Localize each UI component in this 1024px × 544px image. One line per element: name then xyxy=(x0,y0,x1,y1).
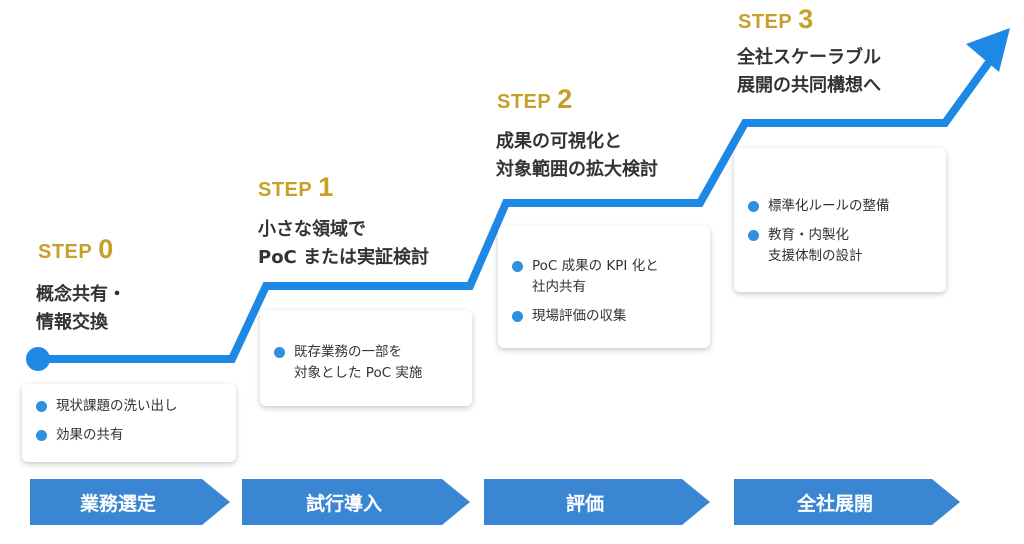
bullet-dot-icon xyxy=(36,401,47,412)
step-title-line: 概念共有・ xyxy=(36,284,126,305)
step-1-title: 小さな領域で PoC または実証検討 xyxy=(258,216,429,272)
step-word: STEP xyxy=(497,91,552,113)
step-number: 1 xyxy=(318,172,334,202)
list-item: 現状課題の洗い出し xyxy=(36,396,222,417)
step-title-line: PoC または実証検討 xyxy=(258,247,430,268)
phase-chevron-rollout: 全社展開 xyxy=(734,479,960,525)
step-2-card: PoC 成果の KPI 化と社内共有 現場評価の収集 xyxy=(498,226,710,348)
step-word: STEP xyxy=(738,11,793,33)
list-item: 教育・内製化支援体制の設計 xyxy=(748,225,932,267)
list-item: 既存業務の一部を対象とした PoC 実施 xyxy=(274,342,458,384)
step-0-card: 現状課題の洗い出し 効果の共有 xyxy=(22,384,236,462)
phase-chevron-trial: 試行導入 xyxy=(242,479,470,525)
step-number: 0 xyxy=(98,234,114,264)
start-dot-icon xyxy=(26,347,50,371)
step-1-card: 既存業務の一部を対象とした PoC 実施 xyxy=(260,310,472,406)
list-item: 標準化ルールの整備 xyxy=(748,196,932,217)
step-title-line: 情報交換 xyxy=(36,312,108,333)
list-item: 現場評価の収集 xyxy=(512,306,696,327)
step-title-line: 成果の可視化と xyxy=(496,131,622,152)
bullet-dot-icon xyxy=(748,201,759,212)
bullet-dot-icon xyxy=(36,430,47,441)
staircase-line xyxy=(38,55,996,363)
bullet-dot-icon xyxy=(274,347,285,358)
step-0-title: 概念共有・ 情報交換 xyxy=(36,281,126,337)
step-number: 2 xyxy=(557,84,573,114)
bullet-dot-icon xyxy=(512,311,523,322)
step-title-line: 展開の共同構想へ xyxy=(737,75,881,96)
phase-label: 試行導入 xyxy=(305,492,382,515)
step-word: STEP xyxy=(38,241,93,263)
phase-chevron-evaluation: 評価 xyxy=(484,479,710,525)
step-title-line: 対象範囲の拡大検討 xyxy=(496,159,658,180)
step-3-card: 標準化ルールの整備 教育・内製化支援体制の設計 xyxy=(734,148,946,292)
step-2-title: 成果の可視化と 対象範囲の拡大検討 xyxy=(496,128,658,184)
bullet-dot-icon xyxy=(748,230,759,241)
phase-label: 業務選定 xyxy=(79,492,156,515)
step-3-title: 全社スケーラブル 展開の共同構想へ xyxy=(737,44,881,100)
bullet-dot-icon xyxy=(512,261,523,272)
list-item: 効果の共有 xyxy=(36,425,222,446)
phase-label: 評価 xyxy=(565,492,604,515)
step-word: STEP xyxy=(258,179,313,201)
phase-chevron-selection: 業務選定 xyxy=(30,479,230,525)
step-number: 3 xyxy=(798,4,814,34)
step-title-line: 小さな領域で xyxy=(258,219,366,240)
phase-label: 全社展開 xyxy=(796,492,873,515)
list-item: PoC 成果の KPI 化と社内共有 xyxy=(512,256,696,298)
step-title-line: 全社スケーラブル xyxy=(737,47,881,68)
arrow-head-icon xyxy=(966,28,1010,72)
